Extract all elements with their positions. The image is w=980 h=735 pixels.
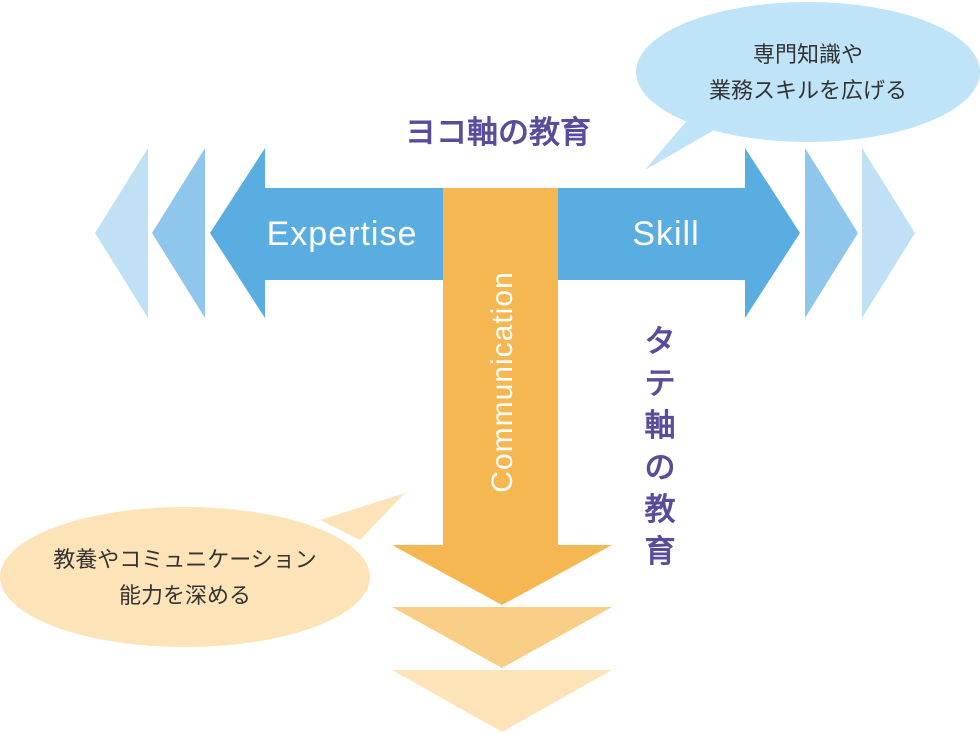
vertical-title-char: 軸 xyxy=(645,408,676,444)
bubble-line-2: 業務スキルを広げる xyxy=(709,79,907,104)
bubble-line-1: 教養やコミュニケーション xyxy=(53,548,317,573)
vertical-title-char: 育 xyxy=(645,534,676,570)
horizontal-axis-title: ヨコ軸の教育 xyxy=(405,115,591,151)
down-chevron-mid xyxy=(392,607,612,668)
expertise-label: Expertise xyxy=(267,215,418,253)
vertical-down-arrow xyxy=(392,188,612,605)
vertical-title-char: テ xyxy=(645,366,676,402)
communication-label: Communication xyxy=(486,271,519,492)
bubble-tail xyxy=(320,493,405,540)
bubble-body xyxy=(0,507,370,647)
horizontal-speech-bubble: 専門知識や 業務スキルを広げる xyxy=(636,2,980,170)
vertical-title-char: の xyxy=(645,450,676,486)
vertical-title-char: タ xyxy=(645,324,676,360)
bubble-line-2: 能力を深める xyxy=(119,584,251,609)
left-chevron-light xyxy=(95,148,148,318)
vertical-speech-bubble: 教養やコミュニケーション 能力を深める xyxy=(0,493,405,647)
bubble-body xyxy=(636,2,980,142)
right-chevron-mid xyxy=(805,148,858,318)
left-chevron-mid xyxy=(152,148,205,318)
skill-label: Skill xyxy=(632,215,699,253)
right-chevron-light xyxy=(862,148,915,318)
vertical-title-char: 教 xyxy=(645,492,676,528)
bubble-line-1: 専門知識や xyxy=(753,43,863,68)
down-chevron-light xyxy=(392,670,612,732)
